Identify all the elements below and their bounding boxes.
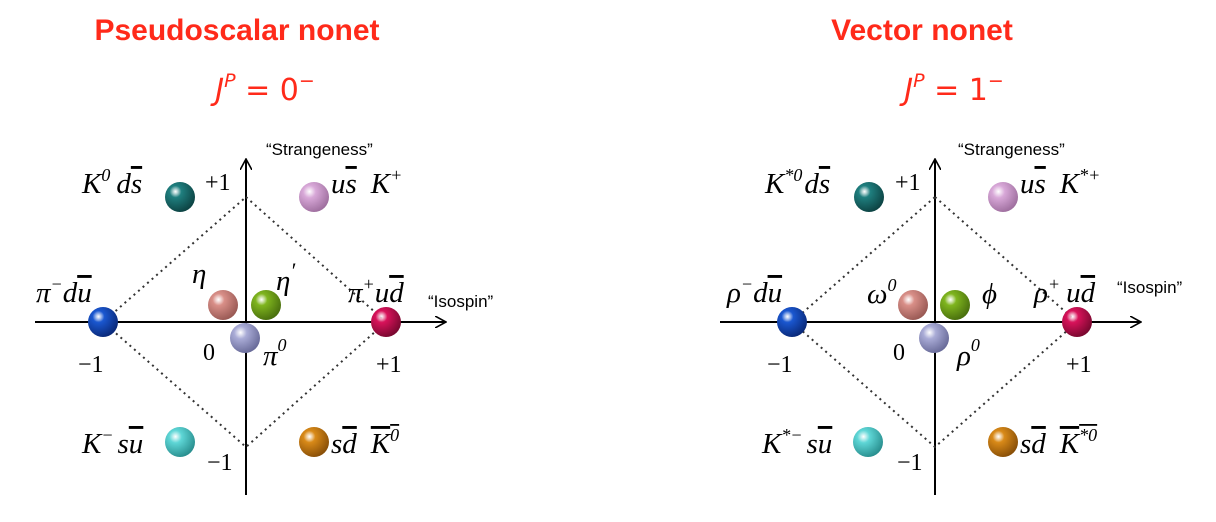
particle-kplus-ball	[299, 182, 329, 212]
left-jp-label: JP = 0−	[210, 70, 315, 108]
left-jp-value: 0	[280, 73, 299, 108]
particle-k0-ball	[165, 182, 195, 212]
vector-nonet-panel: Vector nonet JP = 1− “Strangeness” “Isos…	[720, 14, 1183, 495]
left-tick-minus1-bottom: −1	[207, 450, 233, 476]
particle-kstar0-label: K*0ds	[764, 165, 830, 200]
particle-piminus-ball	[88, 307, 118, 337]
particle-kstar0-ball	[854, 182, 884, 212]
particle-rhoplus-label: ρ+ud	[1033, 274, 1096, 309]
right-isospin-label: “Isospin”	[1117, 278, 1183, 297]
right-jp-label: JP = 1−	[899, 70, 1004, 108]
particle-etaprime-ball	[251, 290, 281, 320]
right-tick-zero: 0	[893, 340, 905, 366]
particle-rhoplus-ball	[1062, 307, 1092, 337]
particle-piminus-label: π−du	[36, 274, 92, 309]
particle-kstarplus-ball	[988, 182, 1018, 212]
particle-rhominus-ball	[777, 307, 807, 337]
right-tick-minus1-left: −1	[767, 352, 793, 378]
particle-omega-ball	[898, 290, 928, 320]
left-isospin-label: “Isospin”	[428, 292, 494, 311]
particle-eta-label: η	[192, 258, 206, 290]
particle-piplus-ball	[371, 307, 401, 337]
pseudoscalar-nonet-panel: Pseudoscalar nonet JP = 0− “Strangeness”…	[35, 14, 494, 495]
particle-piplus-label: π+ud	[348, 274, 404, 309]
particle-phi-ball	[940, 290, 970, 320]
particle-pi0-ball	[230, 323, 260, 353]
right-dotted-diamond	[790, 195, 1079, 449]
particle-k0bar-ball	[299, 427, 329, 457]
particle-phi-label: ϕ	[982, 278, 997, 310]
particle-eta-ball	[208, 290, 238, 320]
right-tick-plus1-top: +1	[895, 170, 921, 196]
right-title: Vector nonet	[831, 14, 1013, 47]
particle-kstarminus-label: K*−su	[761, 425, 832, 460]
particle-kstarminus-ball	[853, 427, 883, 457]
left-tick-plus1-right: +1	[376, 352, 402, 378]
left-strangeness-label: “Strangeness”	[266, 140, 373, 159]
right-jp-value: 1	[969, 73, 988, 108]
left-tick-zero: 0	[203, 340, 215, 366]
right-tick-plus1-right: +1	[1066, 352, 1092, 378]
left-tick-minus1-left: −1	[78, 352, 104, 378]
right-tick-minus1-bottom: −1	[897, 450, 923, 476]
particle-pi0-label: π0	[263, 335, 287, 372]
right-strangeness-label: “Strangeness”	[958, 140, 1065, 159]
particle-kstar0bar-ball	[988, 427, 1018, 457]
particle-kminus-ball	[165, 427, 195, 457]
particle-omega-label: ω0	[867, 275, 896, 310]
particle-rhominus-label: ρ−du	[726, 274, 782, 309]
particle-rho0-label: ρ0	[956, 335, 980, 372]
particle-etaprime-label: η′	[276, 258, 296, 297]
left-title: Pseudoscalar nonet	[94, 14, 379, 47]
particle-kminus-label: K−su	[81, 425, 143, 460]
particle-rho0-ball	[919, 323, 949, 353]
left-tick-plus1-top: +1	[205, 170, 231, 196]
